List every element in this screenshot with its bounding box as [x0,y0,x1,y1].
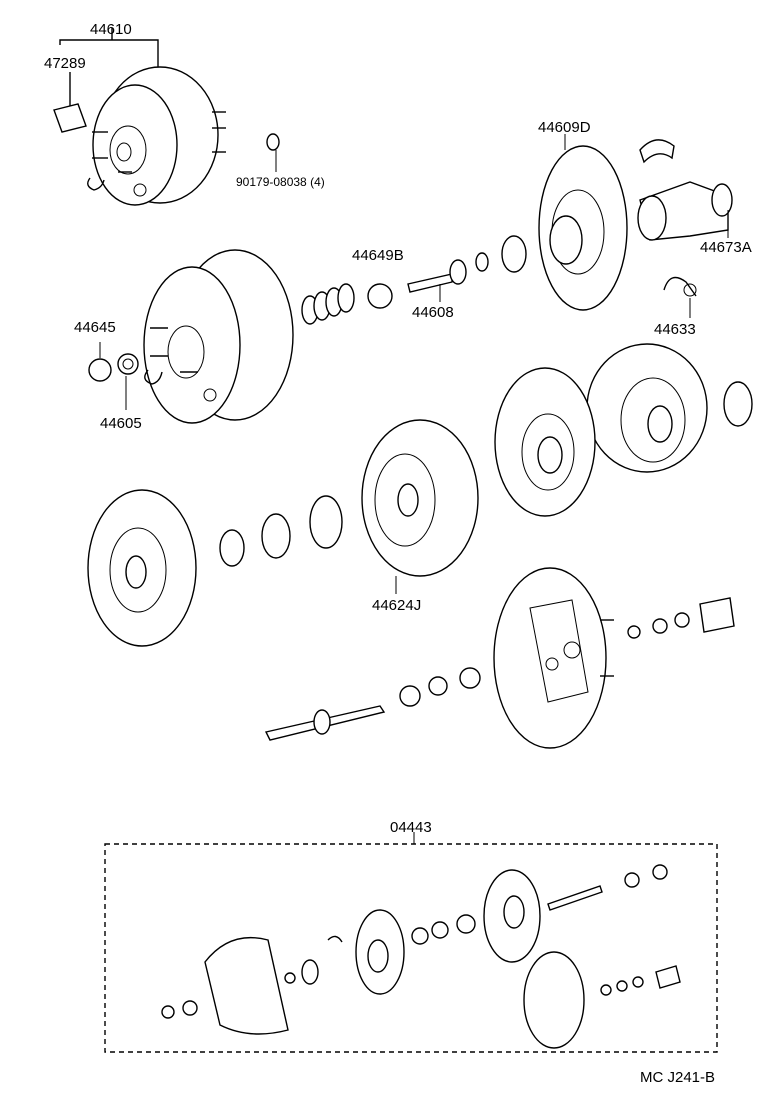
label-44633: 44633 [654,321,696,338]
label-44608: 44608 [412,304,454,321]
label-44649b: 44649B [352,247,404,264]
booster-front-shell [143,249,294,424]
footer-code: MC J241-B [640,1069,716,1086]
label-04443: 04443 [390,819,432,836]
label-44609d: 44609D [538,119,591,136]
push-rod-44608 [407,235,527,302]
boot-bellows [301,283,393,325]
label-44645: 44645 [74,319,116,336]
booster-assembly [53,28,226,206]
label-44624j: 44624J [372,597,422,614]
label-44610: 44610 [90,21,132,38]
booster-rear-shell [493,567,735,749]
valve-body-44673a [637,139,733,241]
label-47289: 47289 [44,55,86,72]
label-90179: 90179-08038 (4) [236,175,325,189]
plate-44609d [538,134,628,311]
diaphragm-row [87,343,753,647]
nut-drawing [266,133,280,172]
label-44605: 44605 [100,415,142,432]
label-44673a: 44673A [700,239,752,256]
output-rod [264,667,481,741]
retainer-rings [88,342,139,410]
kit-04443 [104,832,718,1053]
clip-44633 [663,276,697,318]
